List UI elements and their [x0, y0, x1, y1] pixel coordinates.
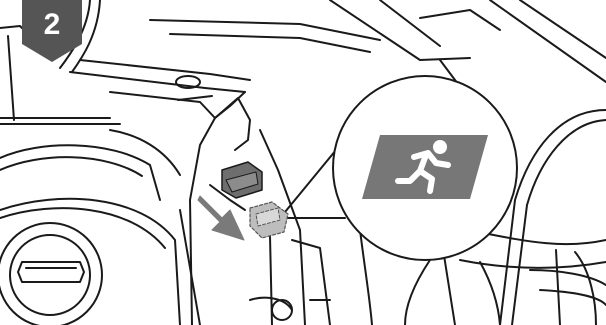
release-handle: [222, 162, 262, 198]
dashboard-trim: [60, 0, 606, 118]
step-number: 2: [22, 8, 82, 42]
running-man-exit-icon: [362, 135, 488, 199]
step-badge: 2: [22, 0, 82, 62]
handle-ghost-position: [250, 202, 288, 238]
push-down-arrow-icon: [198, 196, 244, 240]
emergency-exit-sign: [362, 135, 488, 199]
floor-detail: [250, 298, 330, 320]
rotary-knob: [0, 223, 102, 325]
